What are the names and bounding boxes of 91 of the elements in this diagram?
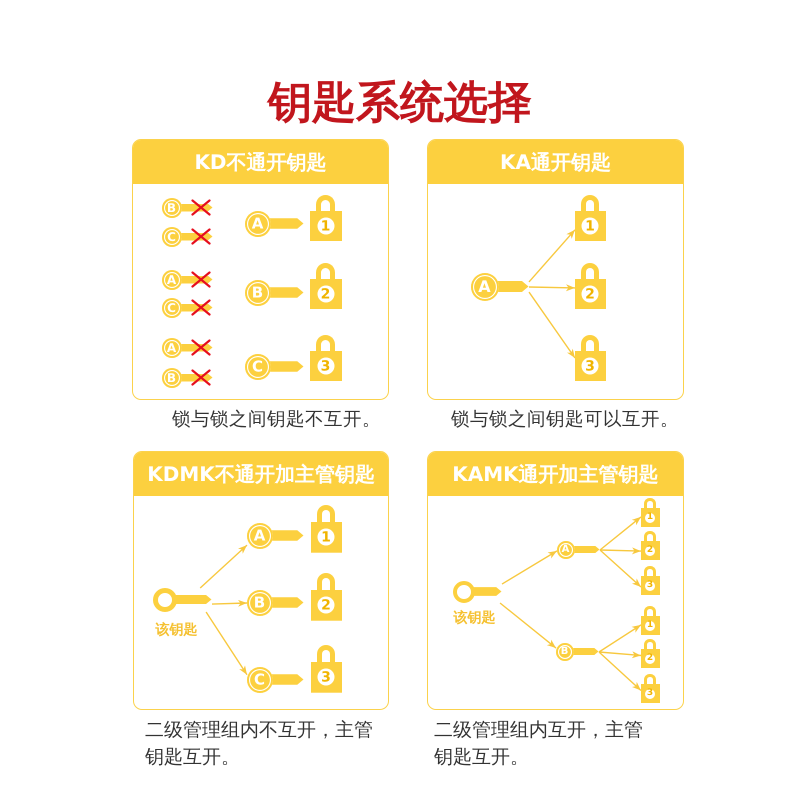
panel-heading: KD不通开钥匙 bbox=[133, 140, 388, 184]
key-letter: A bbox=[166, 342, 176, 354]
lock-number: 2 bbox=[645, 546, 655, 556]
key bbox=[246, 666, 304, 692]
key bbox=[244, 354, 304, 380]
panel-heading: KAMK通开加主管钥匙 bbox=[428, 452, 683, 496]
padlock bbox=[574, 334, 606, 382]
padlock bbox=[310, 644, 342, 692]
padlock bbox=[310, 334, 342, 382]
lock-number: 2 bbox=[645, 654, 655, 664]
arrow bbox=[598, 651, 642, 658]
panel bbox=[133, 451, 389, 710]
key bbox=[162, 198, 212, 218]
arrow bbox=[600, 549, 642, 588]
lock-number: 3 bbox=[318, 668, 334, 686]
page-title: 钥匙系统选择 bbox=[268, 77, 532, 129]
padlock bbox=[640, 530, 660, 560]
padlock bbox=[640, 674, 660, 704]
key bbox=[246, 522, 304, 548]
panel-caption: 锁与锁之间钥匙可以互开。 bbox=[451, 409, 679, 431]
key bbox=[162, 298, 212, 318]
arrow bbox=[500, 602, 556, 649]
key-caption: 该钥匙 bbox=[454, 610, 496, 624]
key-letter: C bbox=[167, 230, 176, 242]
panel bbox=[427, 451, 684, 710]
padlock bbox=[310, 262, 342, 310]
key bbox=[244, 280, 304, 306]
arrow bbox=[598, 624, 642, 653]
arrow bbox=[528, 229, 576, 282]
lock-number: 2 bbox=[318, 596, 334, 614]
arrow bbox=[600, 516, 642, 551]
arrow bbox=[528, 284, 576, 292]
padlock bbox=[640, 606, 660, 636]
lock-number: 3 bbox=[582, 358, 598, 375]
lock-number: 3 bbox=[317, 358, 334, 375]
panel-caption: 二级管理组内不互开，主管钥匙互开。 bbox=[145, 718, 374, 770]
key-letter: A bbox=[254, 528, 266, 543]
key bbox=[162, 270, 212, 290]
key-letter: A bbox=[252, 216, 264, 231]
arrow bbox=[200, 544, 248, 589]
panel-heading: KA通开钥匙 bbox=[428, 140, 683, 184]
padlock bbox=[640, 498, 660, 528]
key-letter: C bbox=[252, 359, 263, 374]
key-letter: B bbox=[254, 595, 266, 610]
lock-number: 2 bbox=[317, 286, 334, 303]
key bbox=[470, 272, 528, 300]
padlock bbox=[310, 194, 342, 242]
padlock bbox=[640, 638, 660, 668]
lock-number: 1 bbox=[318, 528, 334, 546]
key-letter: B bbox=[166, 372, 176, 384]
padlock bbox=[310, 572, 342, 620]
key bbox=[152, 588, 212, 612]
lock-number: 3 bbox=[645, 580, 655, 591]
key-letter: B bbox=[560, 646, 568, 656]
key bbox=[556, 540, 600, 558]
key-letter: C bbox=[167, 302, 176, 314]
key-letter: C bbox=[254, 672, 265, 687]
key bbox=[162, 338, 212, 358]
arrow bbox=[502, 550, 558, 585]
panel-heading: KDMK不通开加主管钥匙 bbox=[134, 452, 388, 496]
lock-number: 3 bbox=[645, 688, 655, 699]
lock-number: 1 bbox=[582, 218, 598, 235]
key bbox=[244, 210, 304, 236]
panel-caption: 锁与锁之间钥匙不互开。 bbox=[172, 409, 381, 431]
key-letter: B bbox=[252, 285, 264, 300]
padlock bbox=[574, 262, 606, 310]
key-caption: 该钥匙 bbox=[156, 622, 198, 636]
lock-number: 1 bbox=[317, 218, 334, 235]
key-letter: A bbox=[562, 544, 570, 554]
padlock bbox=[640, 566, 660, 596]
key bbox=[246, 590, 304, 616]
lock-number: 2 bbox=[582, 286, 598, 303]
lock-number: 1 bbox=[645, 620, 655, 631]
padlock bbox=[574, 194, 606, 242]
panel-caption: 二级管理组内互开，主管钥匙互开。 bbox=[434, 718, 644, 770]
key bbox=[162, 368, 212, 388]
key bbox=[452, 580, 502, 602]
arrow bbox=[206, 612, 248, 676]
arrow bbox=[528, 292, 576, 358]
arrow bbox=[598, 651, 642, 692]
key-letter: B bbox=[166, 202, 176, 214]
key-letter: A bbox=[478, 278, 491, 294]
arrow bbox=[212, 600, 248, 607]
padlock bbox=[310, 504, 342, 552]
arrow bbox=[600, 547, 642, 554]
key bbox=[556, 642, 598, 660]
key-letter: A bbox=[166, 274, 176, 286]
lock-number: 1 bbox=[645, 512, 655, 523]
key bbox=[162, 226, 212, 246]
panel bbox=[132, 139, 389, 400]
panel bbox=[427, 139, 684, 400]
